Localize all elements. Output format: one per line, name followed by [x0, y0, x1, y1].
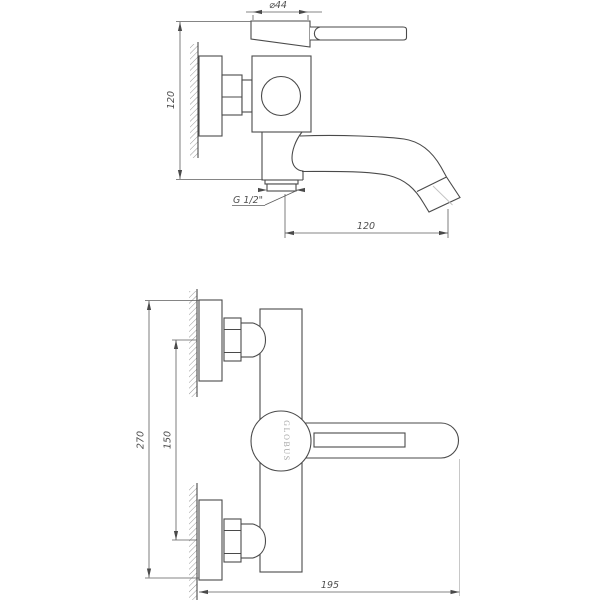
- side-view: ⌀44 120 G 1/2" 120: [166, 0, 461, 238]
- inlet-dome-upper: [252, 322, 267, 358]
- dimension-body-height: 120: [166, 21, 263, 180]
- dimension-overall-height-label: 270: [136, 431, 147, 449]
- aerator-highlight: [432, 185, 453, 206]
- outlet-fairing: [291, 131, 304, 180]
- dimension-inlet-spacing-label: 150: [163, 431, 174, 449]
- outlet-nut-flange: [264, 179, 299, 185]
- wall-hatch-lower: [189, 485, 197, 600]
- escutcheon-plate-lower: [198, 499, 223, 581]
- dimension-overall-width-label: 195: [321, 580, 339, 591]
- handle-slot: [313, 432, 406, 448]
- thread-label: G 1/2": [233, 195, 263, 206]
- outlet-nut: [266, 183, 297, 192]
- dimension-overall-width: 195: [199, 580, 460, 595]
- cartridge-circle: [260, 75, 302, 117]
- inlet-nut-upper: [223, 317, 242, 362]
- escutcheon-plate: [198, 55, 223, 137]
- handle-front: [302, 422, 460, 459]
- dimension-spout-reach: 120: [284, 194, 449, 238]
- handle-lever: [310, 26, 408, 41]
- wall-hatch-upper: [189, 291, 197, 397]
- front-view: GLOBUS 270 150 195: [136, 289, 460, 600]
- dimension-body-height-label: 120: [166, 91, 177, 109]
- dimension-inlet-spacing: 150: [163, 339, 197, 541]
- inlet-dome-lower: [252, 523, 267, 559]
- aerator-band: [416, 176, 447, 192]
- connector-tube: [241, 79, 253, 113]
- wall-hatch: [190, 44, 198, 158]
- dimension-cap-diameter-label: ⌀44: [269, 0, 287, 11]
- cartridge-circle-front: [250, 410, 312, 472]
- annotation-thread: G 1/2": [232, 187, 305, 206]
- lever-ball-arc: [313, 26, 321, 41]
- escutcheon-plate-upper: [198, 299, 223, 382]
- globus-logo: GLOBUS: [282, 420, 291, 462]
- handle-cap: [250, 20, 311, 48]
- dimension-spout-reach-label: 120: [357, 221, 375, 232]
- dimension-overall-height: 270: [136, 300, 199, 579]
- spout: [299, 134, 461, 213]
- eccentric-nut: [221, 74, 243, 116]
- inlet-nut-lower: [223, 518, 242, 563]
- dimension-cap-diameter: ⌀44: [246, 0, 322, 20]
